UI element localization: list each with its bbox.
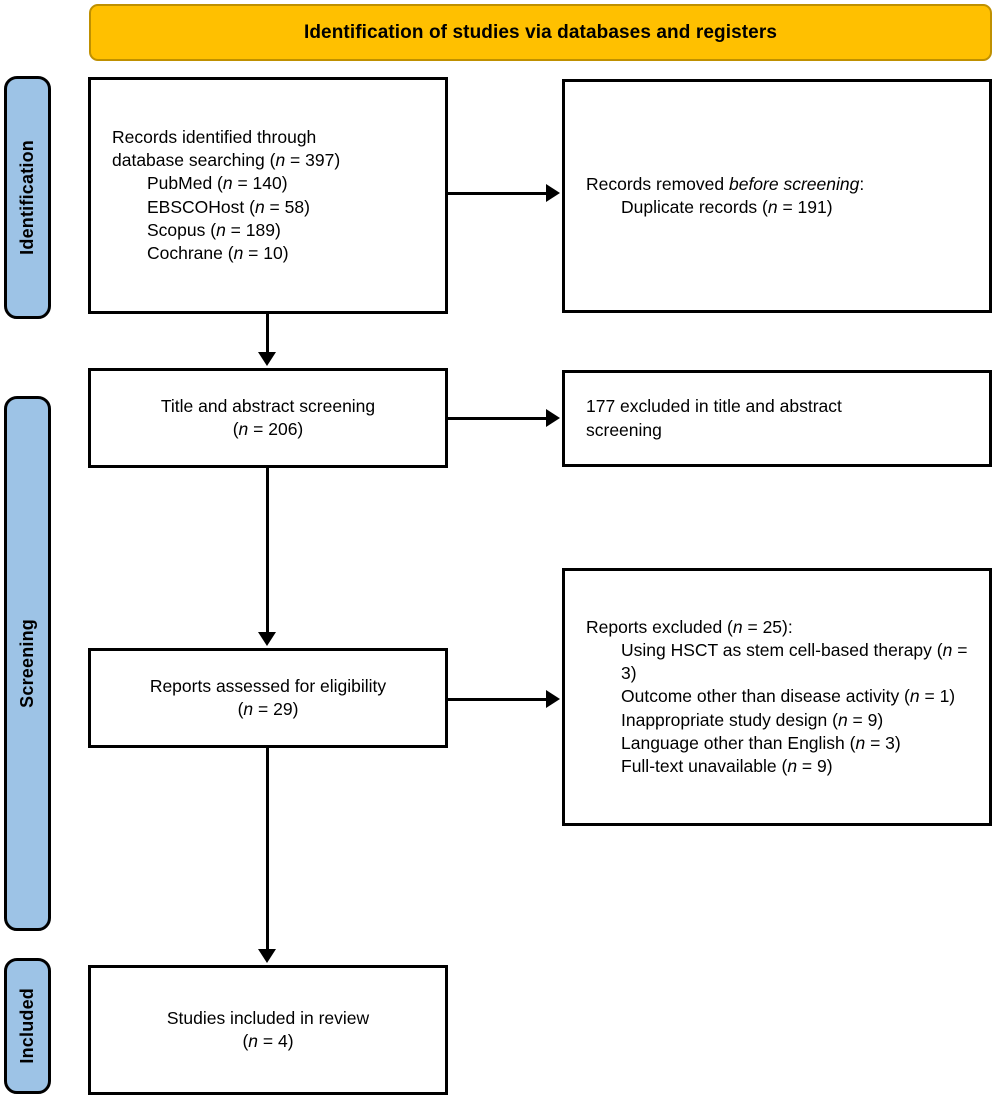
arrowhead-down-icon <box>258 352 276 366</box>
stage-label-identification: Identification <box>4 76 51 319</box>
connector-identified-to-screening <box>266 314 269 356</box>
stage-label-included: Included <box>4 958 51 1094</box>
stage-label-included-text: Included <box>17 988 37 1064</box>
box-reports-assessed: Reports assessed for eligibility (n = 29… <box>88 648 448 748</box>
records-identified-source-cochrane: Cochrane (n = 10) <box>147 242 289 263</box>
box-title-abstract-screening-text: Title and abstract screening (n = 206) <box>103 395 433 441</box>
connector-eligibility-to-included <box>266 748 269 951</box>
excluded-title-line2: screening <box>586 419 662 440</box>
records-identified-line2: database searching (n = 397) <box>112 150 341 171</box>
studies-included-line1: Studies included in review <box>166 1007 370 1028</box>
box-reports-excluded: Reports excluded (n = 25): Using HSCT as… <box>562 568 992 826</box>
box-records-identified: Records identified through database sear… <box>88 77 448 314</box>
records-identified-source-ebscohost: EBSCOHost (n = 58) <box>147 196 310 217</box>
connector-identified-to-removed <box>448 192 548 195</box>
records-identified-source-scopus: Scopus (n = 189) <box>147 219 281 240</box>
box-studies-included: Studies included in review (n = 4) <box>88 965 448 1095</box>
connector-screening-to-eligibility <box>266 468 269 634</box>
box-records-removed: Records removed before screening: Duplic… <box>562 79 992 313</box>
box-excluded-title-abstract: 177 excluded in title and abstract scree… <box>562 370 992 467</box>
box-records-identified-text: Records identified through database sear… <box>112 126 431 265</box>
title-abstract-line2: (n = 206) <box>232 419 304 439</box>
stage-label-screening-text: Screening <box>17 619 37 708</box>
reports-excluded-reason-fulltext: Full-text unavailable (n = 9) <box>621 755 833 776</box>
records-removed-line2: Duplicate records (n = 191) <box>621 197 833 217</box>
records-identified-line1: Records identified through <box>112 127 317 148</box>
box-reports-assessed-text: Reports assessed for eligibility (n = 29… <box>103 675 433 721</box>
title-abstract-line1: Title and abstract screening <box>160 395 376 416</box>
arrowhead-right-icon <box>546 184 560 202</box>
box-records-removed-text: Records removed before screening: Duplic… <box>586 173 975 219</box>
box-reports-excluded-text: Reports excluded (n = 25): Using HSCT as… <box>586 616 975 778</box>
reports-assessed-line2: (n = 29) <box>237 699 299 719</box>
reports-excluded-reason-design: Inappropriate study design (n = 9) <box>621 709 884 730</box>
connector-eligibility-to-excluded <box>448 698 548 701</box>
stage-label-screening: Screening <box>4 396 51 931</box>
header-banner: Identification of studies via databases … <box>89 4 992 61</box>
box-excluded-title-abstract-text: 177 excluded in title and abstract scree… <box>586 395 975 441</box>
reports-excluded-reason-outcome: Outcome other than disease activity (n =… <box>621 686 956 707</box>
box-studies-included-text: Studies included in review (n = 4) <box>103 1007 433 1053</box>
header-title: Identification of studies via databases … <box>303 21 778 43</box>
connector-screening-to-excluded <box>448 417 548 420</box>
reports-excluded-reason-hsct: Using HSCT as stem cell-based therapy (n… <box>621 640 968 684</box>
arrowhead-down-icon <box>258 632 276 646</box>
studies-included-line2: (n = 4) <box>242 1031 294 1051</box>
records-identified-source-pubmed: PubMed (n = 140) <box>147 173 288 194</box>
arrowhead-down-icon <box>258 949 276 963</box>
excluded-title-line1: 177 excluded in title and abstract <box>586 396 842 417</box>
reports-excluded-reason-language: Language other than English (n = 3) <box>621 732 901 753</box>
arrowhead-right-icon <box>546 690 560 708</box>
stage-label-identification-text: Identification <box>17 140 37 255</box>
box-title-abstract-screening: Title and abstract screening (n = 206) <box>88 368 448 468</box>
arrowhead-right-icon <box>546 409 560 427</box>
reports-assessed-line1: Reports assessed for eligibility <box>149 675 387 696</box>
reports-excluded-heading: Reports excluded (n = 25): <box>586 617 793 638</box>
records-removed-line1: Records removed before screening: <box>586 173 865 194</box>
